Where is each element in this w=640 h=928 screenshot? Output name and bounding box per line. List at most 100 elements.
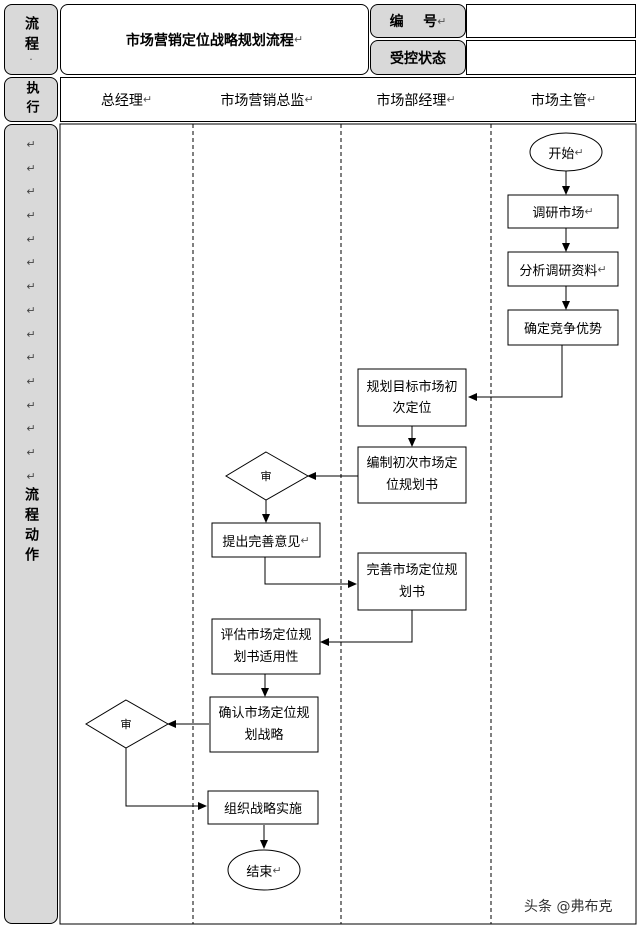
side-mark: ↵ <box>26 232 36 246</box>
compile-label-wrap: 编制初次市场定位规划书 <box>364 447 460 503</box>
opinion-node <box>211 522 321 558</box>
research-label: 调研市场 <box>532 206 585 221</box>
start-node <box>529 132 603 172</box>
side-mark: ↵ <box>26 374 36 388</box>
lane-header-director-label: 市场营销总监 <box>220 92 305 109</box>
review1-label-wrap: 审 <box>246 466 286 486</box>
analyze-node <box>507 251 619 287</box>
improve-label-wrap: 完善市场定位规划书 <box>366 553 458 610</box>
evaluate-node <box>211 618 321 675</box>
page-title: 市场营销定位战略规划流程 <box>125 32 294 49</box>
lane-mark: ↵ <box>304 93 314 106</box>
lane-header-director: 市场营销总监↵ <box>193 77 341 122</box>
advantage-label-wrap: 确定竞争优势 <box>508 310 618 345</box>
review1-label: 审 <box>260 470 272 483</box>
research-node <box>507 194 619 229</box>
connector <box>125 748 207 810</box>
content-frame <box>59 123 637 925</box>
opinion-label-wrap: 提出完善意见↵ <box>212 523 320 557</box>
lane-mark: ↵ <box>446 93 456 106</box>
improve-node <box>357 552 467 611</box>
lane-header-supervisor-label: 市场主管 <box>530 92 587 109</box>
start-label: 开始 <box>548 146 575 162</box>
node-mark: ↵ <box>574 145 584 159</box>
plan-target-node <box>357 368 467 427</box>
analyze-label-wrap: 分析调研资料↵ <box>508 252 618 286</box>
connector <box>264 557 357 588</box>
side-mark: ↵ <box>26 351 36 365</box>
lane-header-row <box>60 77 636 122</box>
lane-mark: ↵ <box>586 93 597 106</box>
plan-target-label-wrap: 规划目标市场初次定位 <box>364 369 460 426</box>
control-label: 受控状态 <box>390 50 446 67</box>
implement-label-wrap: 组织战略实施 <box>208 791 318 824</box>
side-mark: ↵ <box>26 445 36 459</box>
exec-label-cell: 执行 <box>4 77 58 122</box>
side-mark: ↵ <box>26 422 36 436</box>
action-label-cell: ↵ ↵ ↵ ↵ ↵ ↵ ↵ ↵ ↵ ↵ ↵ ↵ ↵ ↵ ↵ 流程动作 <box>4 124 58 924</box>
watermark: 头条 @弗布克 <box>524 896 634 916</box>
analyze-label: 分析调研资料 <box>519 263 598 279</box>
action-label-wrap: 流程动作 <box>5 487 57 567</box>
flow-label-cell: 流程 · <box>4 4 58 75</box>
lane-header-gm: 总经理↵ <box>60 77 193 122</box>
connector <box>468 345 563 401</box>
flow-label: 流程 <box>23 15 39 56</box>
side-marks: ↵ ↵ ↵ ↵ ↵ ↵ ↵ ↵ ↵ ↵ ↵ ↵ ↵ ↵ ↵ <box>5 125 57 488</box>
connector <box>320 610 413 646</box>
advantage-node <box>507 309 619 346</box>
side-mark: ↵ <box>26 209 36 223</box>
implement-node <box>207 790 319 825</box>
side-mark: ↵ <box>26 138 36 151</box>
research-label-wrap: 调研市场↵ <box>508 195 618 228</box>
title-cell: 市场营销定位战略规划流程↵ <box>60 4 369 75</box>
review2-label: 审 <box>120 718 132 731</box>
confirm-label-wrap: 确认市场定位规划战略 <box>218 697 310 752</box>
node-mark: ↵ <box>597 262 607 276</box>
side-mark: ↵ <box>26 469 36 483</box>
evaluate-label: 评估市场定位规划书适用性 <box>220 627 312 665</box>
confirm-label: 确认市场定位规划战略 <box>218 705 310 743</box>
lane-header-manager: 市场部经理↵ <box>341 77 491 122</box>
exec-label: 执行 <box>23 80 39 119</box>
side-mark: ↵ <box>26 398 36 412</box>
advantage-label: 确定竞争优势 <box>523 322 602 337</box>
review1-node <box>225 451 310 501</box>
lane-header-gm-label: 总经理 <box>100 92 143 109</box>
side-mark: ↵ <box>26 256 36 270</box>
side-mark: ↵ <box>26 161 36 175</box>
node-mark: ↵ <box>272 863 282 877</box>
watermark-text: 头条 @弗布克 <box>524 899 613 915</box>
side-mark: ↵ <box>26 280 36 294</box>
number-label-cell: 编 号↵ <box>370 4 466 38</box>
end-label-wrap: 结束↵ <box>228 850 300 890</box>
end-label: 结束 <box>246 864 273 880</box>
evaluate-label-wrap: 评估市场定位规划书适用性 <box>220 619 312 674</box>
number-value-cell <box>466 4 636 38</box>
plan-target-label: 规划目标市场初次定位 <box>366 379 458 416</box>
node-mark: ↵ <box>300 533 310 547</box>
side-mark: ↵ <box>26 185 36 199</box>
start-label-wrap: 开始↵ <box>530 133 602 171</box>
number-label: 编 号 <box>389 14 438 30</box>
number-mark: ↵ <box>437 14 447 28</box>
compile-node <box>357 446 467 504</box>
lane-mark: ↵ <box>142 93 153 106</box>
lane-header-supervisor: 市场主管↵ <box>491 77 636 122</box>
improve-label: 完善市场定位规划书 <box>366 562 458 600</box>
lane-header-manager-label: 市场部经理 <box>376 92 447 109</box>
flow-label-dot: · <box>29 52 33 66</box>
opinion-label: 提出完善意见 <box>222 534 301 550</box>
control-label-cell: 受控状态 <box>370 40 466 75</box>
node-mark: ↵ <box>584 205 594 218</box>
compile-label: 编制初次市场定位规划书 <box>366 456 458 493</box>
control-value-cell <box>466 40 636 75</box>
side-mark: ↵ <box>26 303 36 317</box>
implement-label: 组织战略实施 <box>223 802 302 817</box>
side-mark: ↵ <box>26 327 36 341</box>
title-mark: ↵ <box>293 33 304 46</box>
confirm-node <box>209 696 319 753</box>
review2-node <box>85 699 170 749</box>
end-node <box>227 849 301 891</box>
